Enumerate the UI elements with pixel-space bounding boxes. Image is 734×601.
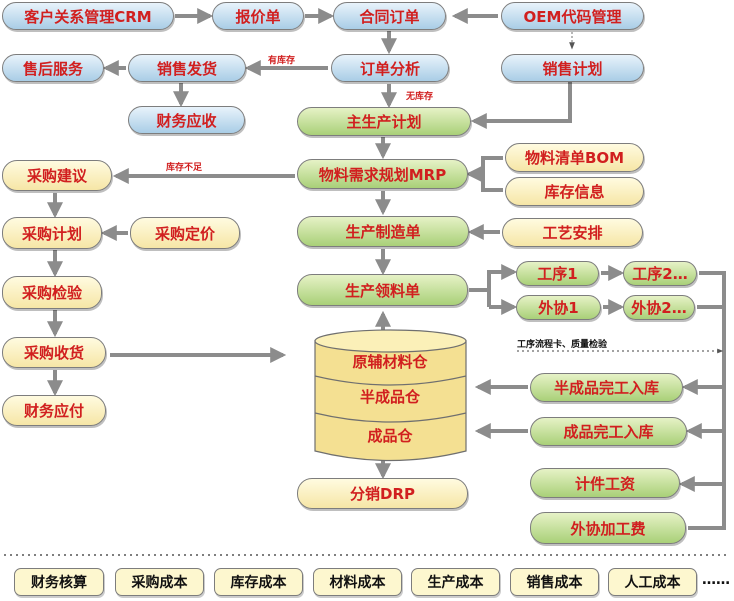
purchase-inspect-node[interactable]: 采购检验 — [2, 276, 102, 309]
no-stock-note: 无库存 — [406, 92, 434, 102]
order-analysis-node[interactable]: 订单分析 — [331, 54, 449, 82]
finished-warehouse-label: 成品仓 — [367, 426, 413, 445]
receivable-node[interactable]: 财务应收 — [128, 106, 245, 134]
finished-in-node[interactable]: 成品完工入库 — [530, 417, 687, 446]
mrp-node[interactable]: 物料需求规划MRP — [297, 159, 468, 189]
outsource-2-node[interactable]: 外协2… — [623, 295, 695, 320]
semi-finished-in-node[interactable]: 半成品完工入库 — [530, 373, 683, 402]
semi-finished-warehouse-label: 半成品仓 — [359, 387, 420, 406]
drp-node[interactable]: 分销DRP — [297, 478, 468, 509]
routing-node[interactable]: 工艺安排 — [502, 218, 643, 247]
outsource-1-node[interactable]: 外协1 — [516, 295, 601, 320]
bom-node[interactable]: 物料清单BOM — [505, 143, 644, 172]
bottom-more-ellipsis: …… — [702, 572, 730, 588]
process-2-node[interactable]: 工序2… — [623, 261, 697, 286]
bottom-item-material-cost[interactable]: 材料成本 — [313, 568, 402, 596]
flow-card-note: 工序流程卡、质量检验 — [517, 340, 608, 350]
material-issue-node[interactable]: 生产领料单 — [297, 274, 468, 306]
after-sales-node[interactable]: 售后服务 — [2, 54, 104, 82]
inventory-info-node[interactable]: 库存信息 — [505, 177, 644, 206]
payable-node[interactable]: 财务应付 — [2, 395, 106, 426]
bottom-item-labor-cost[interactable]: 人工成本 — [608, 568, 697, 596]
sales-plan-node[interactable]: 销售计划 — [501, 54, 644, 82]
production-order-node[interactable]: 生产制造单 — [297, 216, 469, 247]
process-1-node[interactable]: 工序1 — [516, 261, 599, 286]
bottom-item-inventory-cost[interactable]: 库存成本 — [214, 568, 303, 596]
oem-code-node[interactable]: OEM代码管理 — [501, 2, 644, 30]
purchase-pricing-node[interactable]: 采购定价 — [130, 217, 240, 249]
purchase-suggest-node[interactable]: 采购建议 — [2, 160, 112, 191]
purchase-plan-node[interactable]: 采购计划 — [2, 217, 102, 249]
piece-wage-node[interactable]: 计件工资 — [530, 468, 680, 498]
crm-node[interactable]: 客户关系管理CRM — [2, 2, 174, 30]
bottom-item-production-cost[interactable]: 生产成本 — [411, 568, 500, 596]
stock-short-note: 库存不足 — [166, 163, 203, 173]
contract-order-node[interactable]: 合同订单 — [333, 2, 446, 30]
in-stock-note: 有库存 — [268, 56, 296, 66]
outsource-fee-node[interactable]: 外协加工费 — [530, 512, 686, 544]
warehouse-cylinder — [314, 329, 467, 462]
quote-node[interactable]: 报价单 — [212, 2, 304, 30]
sales-delivery-node[interactable]: 销售发货 — [128, 54, 246, 82]
raw-material-warehouse-label: 原辅材料仓 — [352, 352, 428, 371]
mps-node[interactable]: 主生产计划 — [297, 107, 471, 136]
purchase-receive-node[interactable]: 采购收货 — [2, 337, 106, 368]
bottom-item-financial-accounting[interactable]: 财务核算 — [14, 568, 104, 596]
bottom-item-purchase-cost[interactable]: 采购成本 — [115, 568, 204, 596]
bottom-item-sales-cost[interactable]: 销售成本 — [510, 568, 599, 596]
